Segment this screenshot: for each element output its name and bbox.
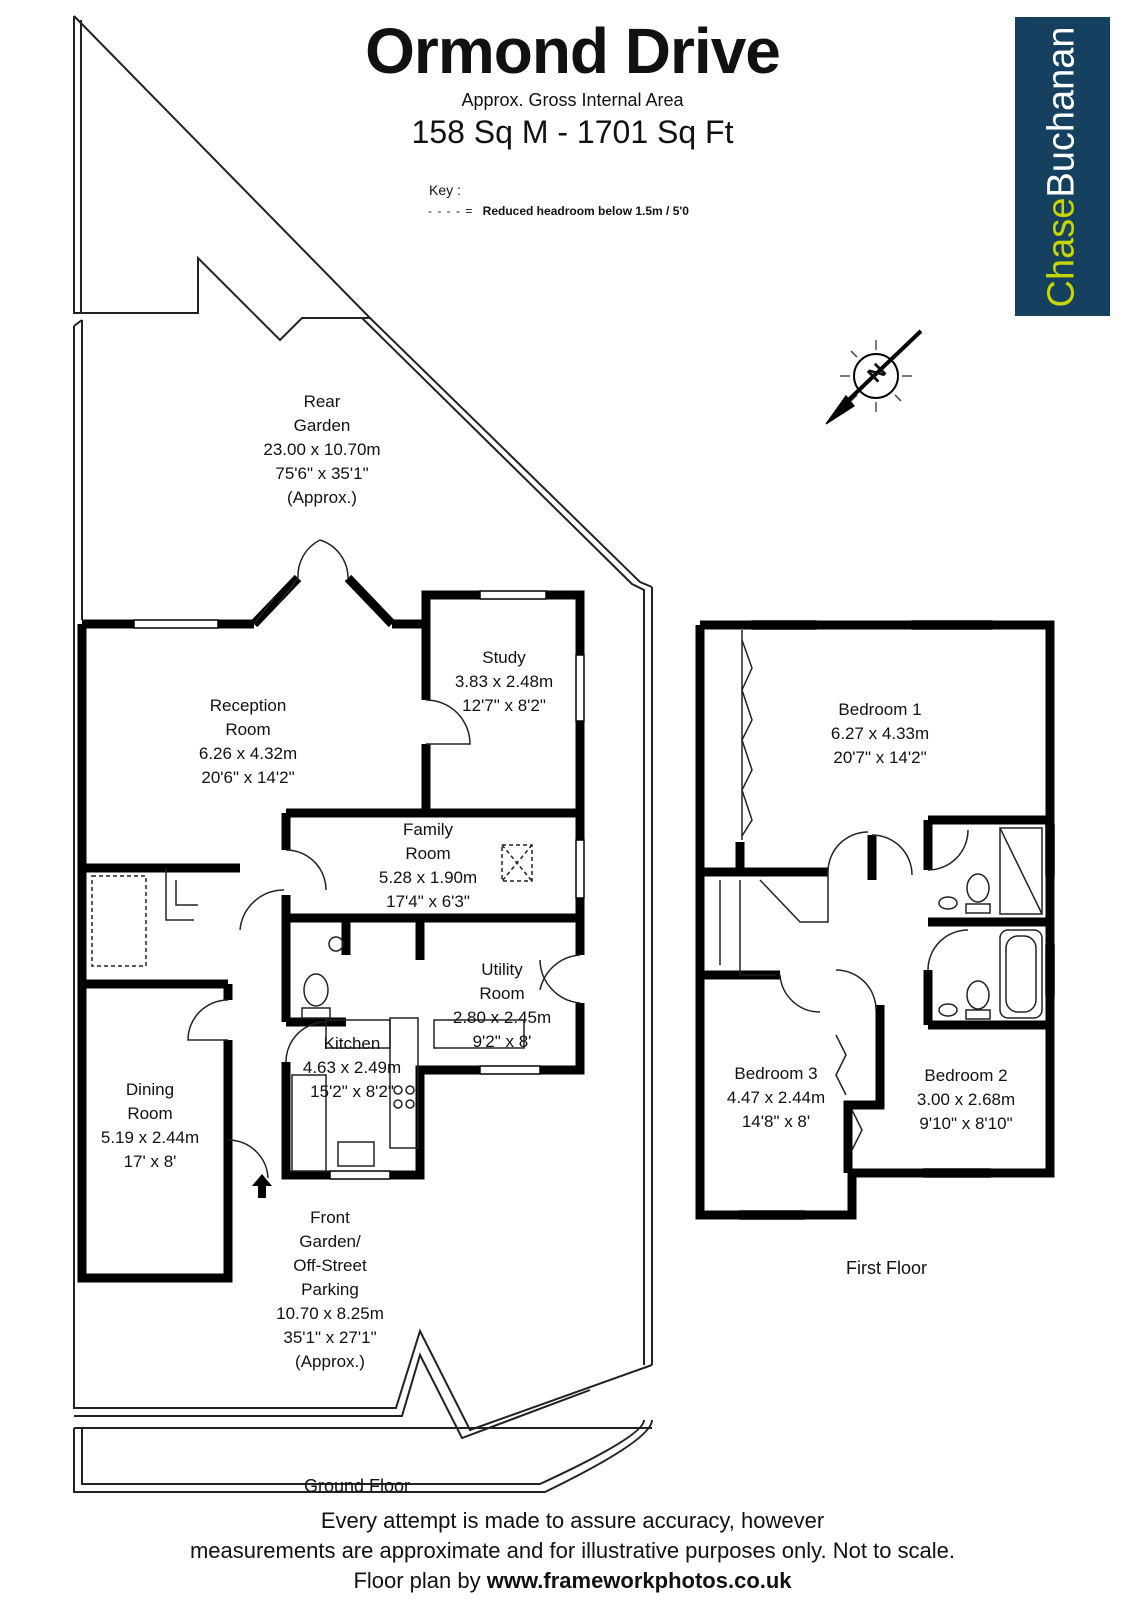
label-line: 20'6" x 14'2" [201, 768, 295, 787]
room-label-utility: Utility Room 2.80 x 2.45m 9'2" x 8' [453, 958, 551, 1054]
fixtures [91, 539, 1043, 1179]
page-title: Ormond Drive [365, 15, 781, 87]
label-line: Reception [209, 696, 287, 715]
label-line: Bedroom 3 [734, 1064, 818, 1083]
label-line: 3.00 x 2.68m [916, 1090, 1016, 1109]
label-line: Garden/ [299, 1232, 361, 1251]
label-line: 9'2" x 8' [472, 1032, 532, 1051]
label-line: Parking [301, 1280, 359, 1299]
label-line: Off-Street [293, 1256, 367, 1275]
disclaimer-line-1: Every attempt is made to assure accuracy… [320, 1508, 825, 1533]
label-line: 12'7" x 8'2" [462, 696, 546, 715]
label-line: 5.28 x 1.90m [378, 868, 478, 887]
label-line: 4.47 x 2.44m [726, 1088, 826, 1107]
key-text: Reduced headroom below 1.5m / 5'0 [482, 204, 689, 218]
garden-boundary [73, 15, 653, 1493]
label-line: 35'1" x 27'1" [283, 1328, 377, 1347]
room-label-family: Family Room 5.28 x 1.90m 17'4" x 6'3" [379, 818, 477, 914]
label-line: Utility [481, 960, 523, 979]
room-label-kitchen: Kitchen 4.63 x 2.49m 15'2" x 8'2" [303, 1032, 401, 1104]
label-line: 5.19 x 2.44m [100, 1128, 200, 1147]
room-label-dining: Dining Room 5.19 x 2.44m 17' x 8' [101, 1078, 199, 1174]
label-line: Room [405, 844, 451, 863]
first-floor-label: First Floor [846, 1258, 927, 1278]
room-label-bedroom-2: Bedroom 2 3.00 x 2.68m 9'10" x 8'10" [917, 1064, 1015, 1136]
room-label-bedroom-3: Bedroom 3 4.47 x 2.44m 14'8" x 8' [727, 1062, 825, 1134]
label-line: 23.00 x 10.70m [263, 440, 381, 459]
label-line: Dining [125, 1080, 175, 1099]
label-line: 17'4" x 6'3" [386, 892, 470, 911]
credit-url-link[interactable]: www.frameworkphotos.co.uk [486, 1568, 792, 1593]
label-line: Rear [303, 392, 341, 411]
room-label-rear-garden: Rear Garden 23.00 x 10.70m 75'6" x 35'1"… [263, 390, 380, 510]
label-line: 10.70 x 8.25m [276, 1304, 384, 1323]
label-line: 3.83 x 2.48m [454, 672, 554, 691]
label-line: Kitchen [323, 1034, 381, 1053]
ground-floor-label: Ground Floor [304, 1476, 411, 1496]
label-line: 6.27 x 4.33m [830, 724, 930, 743]
entrance-arrow-icon [252, 1174, 272, 1198]
label-line: 75'6" x 35'1" [275, 464, 369, 483]
label-line: Bedroom 1 [838, 700, 922, 719]
label-line: Garden [293, 416, 351, 435]
dashed-line-symbol: - - - - = [428, 204, 474, 218]
label-line: 17' x 8' [123, 1152, 177, 1171]
label-line: 2.80 x 2.45m [452, 1008, 552, 1027]
label-line: Family [402, 820, 454, 839]
label-line: Study [482, 648, 526, 667]
label-line: Room [225, 720, 271, 739]
label-line: Room [479, 984, 525, 1003]
room-label-study: Study 3.83 x 2.48m 12'7" x 8'2" [455, 646, 553, 718]
label-line: Bedroom 2 [924, 1066, 1008, 1085]
credit-prefix: Floor plan by [353, 1568, 481, 1593]
key-title: Key : [429, 182, 461, 198]
room-label-bedroom-1: Bedroom 1 6.27 x 4.33m 20'7" x 14'2" [831, 698, 929, 770]
compass-icon [825, 329, 923, 425]
label-line: Room [127, 1104, 173, 1123]
label-line: 20'7" x 14'2" [833, 748, 927, 767]
label-line: Front [310, 1208, 350, 1227]
key-item: - - - - = Reduced headroom below 1.5m / … [428, 204, 689, 218]
label-line: 9'10" x 8'10" [919, 1114, 1013, 1133]
credit-line: Floor plan by www.frameworkphotos.co.uk [0, 1568, 1130, 1594]
area-subtitle: Approx. Gross Internal Area [461, 90, 684, 110]
room-label-front-garden: Front Garden/ Off-Street Parking 10.70 x… [276, 1206, 384, 1374]
disclaimer-line-2: measurements are approximate and for ill… [189, 1538, 956, 1563]
label-line: 14'8" x 8' [741, 1112, 811, 1131]
label-line: (Approx.) [295, 1352, 365, 1371]
label-line: 15'2" x 8'2" [310, 1082, 394, 1101]
brand-logo: ChaseBuchanan [1015, 17, 1110, 316]
label-line: (Approx.) [287, 488, 357, 507]
ground-floor-walls [77, 574, 585, 1283]
gross-area: 158 Sq M - 1701 Sq Ft [411, 114, 734, 150]
label-line: 4.63 x 2.49m [302, 1058, 402, 1077]
room-label-reception: Reception Room 6.26 x 4.32m 20'6" x 14'2… [199, 694, 297, 790]
label-line: 6.26 x 4.32m [198, 744, 298, 763]
first-floor-walls [695, 620, 1055, 1220]
